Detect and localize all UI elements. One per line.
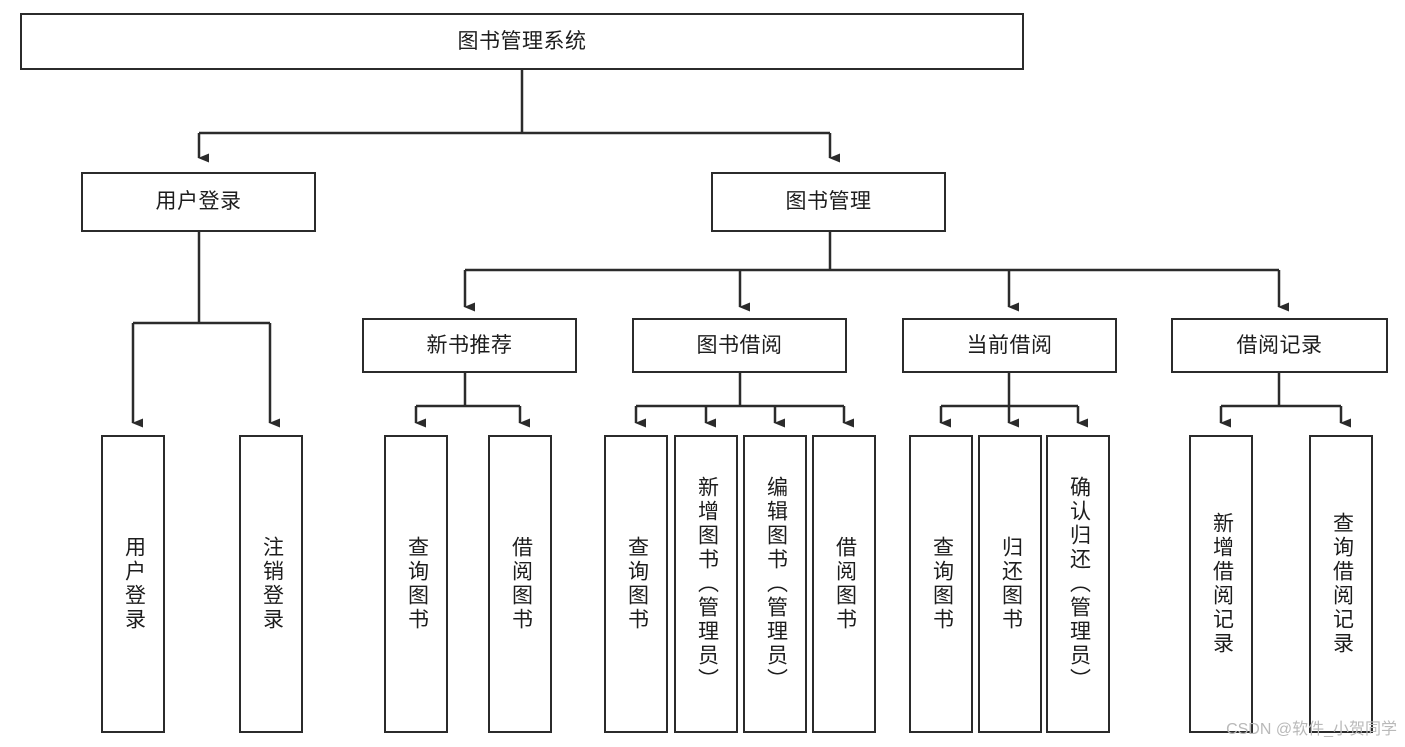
node-new-book-recommend-label: 新书推荐 [426,333,513,357]
node-leaf-user-logout-label: 注销登录 [260,536,284,632]
node-borrow-record[interactable]: 借阅记录 [1171,318,1388,373]
node-leaf-query-book-1-label: 查询图书 [405,536,429,632]
node-leaf-edit-book-label: 编辑图书（管理员） [764,476,788,692]
node-root[interactable]: 图书管理系统 [20,13,1024,70]
node-root-label: 图书管理系统 [457,29,587,53]
node-current-borrow[interactable]: 当前借阅 [902,318,1117,373]
node-leaf-return-book-label: 归还图书 [999,536,1023,632]
node-leaf-query-book-3[interactable]: 查询图书 [909,435,973,733]
node-leaf-add-book-label: 新增图书（管理员） [695,476,719,692]
node-leaf-confirm-return[interactable]: 确认归还（管理员） [1046,435,1110,733]
node-leaf-borrow-book-2-label: 借阅图书 [833,536,857,632]
node-leaf-query-record[interactable]: 查询借阅记录 [1309,435,1373,733]
node-user-login-label: 用户登录 [155,190,242,214]
node-leaf-borrow-book-1[interactable]: 借阅图书 [488,435,552,733]
node-leaf-return-book[interactable]: 归还图书 [978,435,1042,733]
csdn-watermark: CSDN @软件_小贺同学 [1226,721,1397,738]
node-leaf-borrow-book-1-label: 借阅图书 [509,536,533,632]
node-leaf-user-logout[interactable]: 注销登录 [239,435,303,733]
node-leaf-user-login-label: 用户登录 [122,536,146,632]
node-leaf-confirm-return-label: 确认归还（管理员） [1067,476,1091,692]
node-book-borrow-label: 图书借阅 [696,333,783,357]
node-book-management[interactable]: 图书管理 [711,172,946,232]
node-new-book-recommend[interactable]: 新书推荐 [362,318,577,373]
node-book-borrow[interactable]: 图书借阅 [632,318,847,373]
node-leaf-edit-book[interactable]: 编辑图书（管理员） [743,435,807,733]
node-leaf-query-book-2-label: 查询图书 [625,536,649,632]
node-leaf-query-book-1[interactable]: 查询图书 [384,435,448,733]
node-book-management-label: 图书管理 [785,190,872,214]
node-current-borrow-label: 当前借阅 [966,333,1053,357]
node-leaf-add-record[interactable]: 新增借阅记录 [1189,435,1253,733]
node-user-login[interactable]: 用户登录 [81,172,316,232]
node-leaf-borrow-book-2[interactable]: 借阅图书 [812,435,876,733]
node-borrow-record-label: 借阅记录 [1236,333,1323,357]
node-leaf-query-book-3-label: 查询图书 [930,536,954,632]
node-leaf-query-book-2[interactable]: 查询图书 [604,435,668,733]
node-leaf-add-record-label: 新增借阅记录 [1210,512,1234,656]
node-leaf-query-record-label: 查询借阅记录 [1330,512,1354,656]
node-leaf-add-book[interactable]: 新增图书（管理员） [674,435,738,733]
node-leaf-user-login[interactable]: 用户登录 [101,435,165,733]
